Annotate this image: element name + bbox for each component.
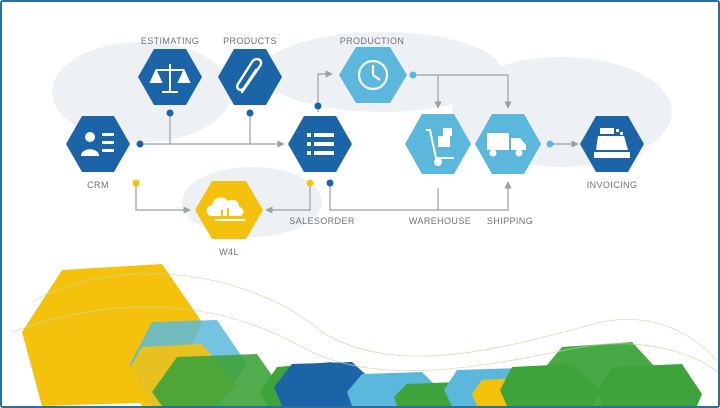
label-products: PRODUCTS: [223, 36, 277, 46]
label-crm: CRM: [87, 180, 109, 190]
node-warehouse[interactable]: [405, 114, 471, 174]
cloud-icon: [206, 197, 245, 221]
connector-dots: [132, 71, 554, 187]
contact-card-icon: [81, 132, 114, 156]
clock-icon: [357, 59, 389, 91]
hand-truck-icon: [426, 128, 454, 166]
label-w4l: W4L: [219, 247, 239, 257]
decorative-hexagon-band: [11, 264, 718, 406]
label-estimating: ESTIMATING: [141, 36, 199, 46]
node-production[interactable]: [339, 47, 407, 103]
connectors: [135, 70, 579, 214]
node-crm[interactable]: [66, 116, 130, 172]
label-shipping: SHIPPING: [487, 216, 533, 226]
paperclip-icon: [236, 57, 263, 94]
label-invoicing: INVOICING: [587, 180, 638, 190]
label-production: PRODUCTION: [340, 36, 405, 46]
node-estimating[interactable]: [138, 49, 202, 105]
node-products[interactable]: [218, 49, 282, 105]
node-invoicing[interactable]: [580, 116, 644, 172]
cash-register-icon: [594, 128, 630, 158]
truck-icon: [487, 133, 526, 157]
list-icon: [307, 133, 334, 155]
scales-icon: [149, 64, 191, 93]
node-w4l[interactable]: [195, 181, 263, 239]
node-shipping[interactable]: [475, 114, 541, 174]
label-salesorder: SALESORDER: [289, 216, 355, 226]
node-salesorder[interactable]: [288, 116, 352, 172]
label-warehouse: WAREHOUSE: [409, 216, 471, 226]
